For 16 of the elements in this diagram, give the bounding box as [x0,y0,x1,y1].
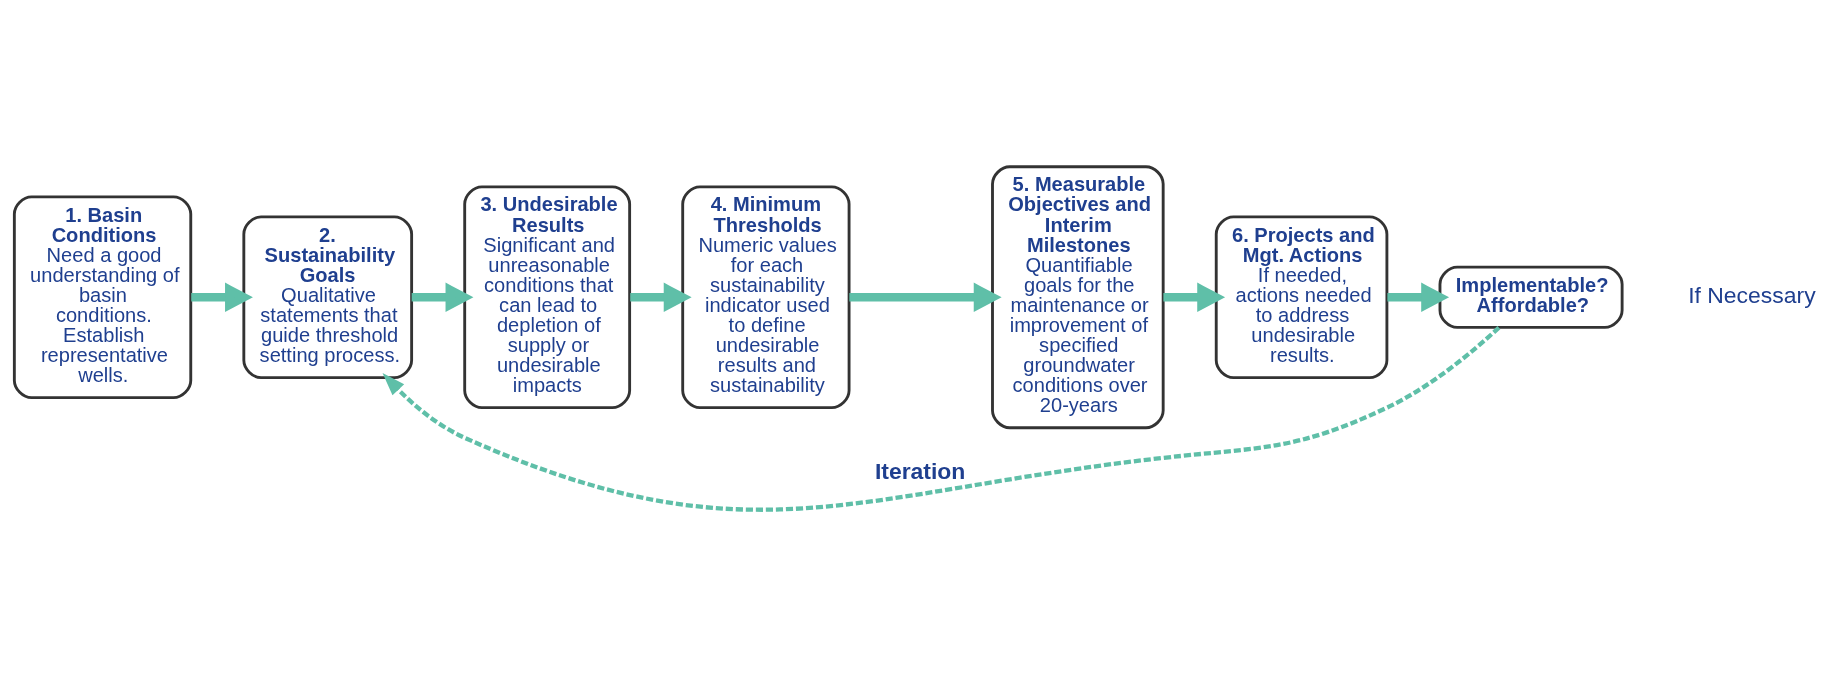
label: If Necessary [1688,281,1816,308]
arrow [1387,282,1450,312]
node-box: 2. Sustainability Goals Qualitative statements that guide threshold setting process. [242,215,414,379]
node-box: 1. Basin Conditions Need a good understanding of basin conditions. Establish representative wells. [12,195,193,400]
edge-label: Iteration [874,458,966,485]
node-box: 5. Measurable Objectives and Interim Milestones Quantifiable goals for the maintenance or improvement of specified groundwater conditions over 20-years [991,165,1165,430]
arrow [849,282,1002,312]
node-box: Implementable? Affordable? [1438,265,1624,329]
arrow [630,282,692,312]
node-box: 4. Minimum Thresholds Numeric values for each sustainability indicator used to define undesirable results and sustainability [681,185,851,410]
arrow [191,282,253,312]
arrow [1163,282,1226,312]
node-box: 6. Projects and Mgt. Actions If needed, actions needed to address undesirable results. [1214,215,1389,379]
node-box: 3. Undesirable Results Significant and unreasonable conditions that can lead to depletion of supply or undesirable impacts [463,185,632,410]
arrow [382,326,1501,512]
arrow [411,282,474,312]
